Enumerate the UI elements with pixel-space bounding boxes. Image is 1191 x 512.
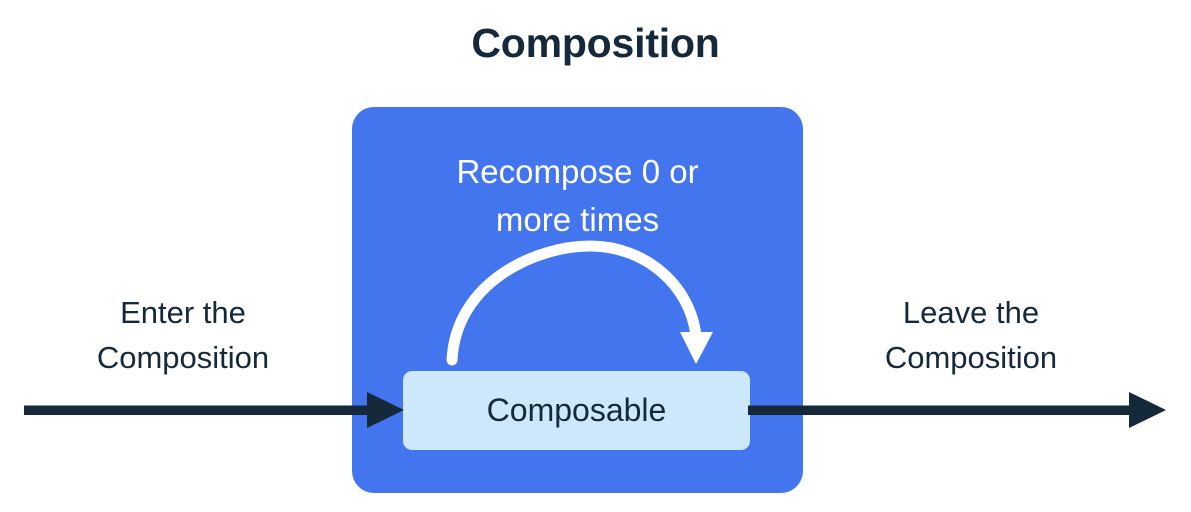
enter-flow-arrow-icon xyxy=(24,392,404,428)
enter-caption-line-1: Enter the xyxy=(120,295,246,330)
leave-flow-arrow-icon xyxy=(748,392,1166,428)
recompose-loop-arrow-icon xyxy=(446,240,713,366)
recompose-label: Recompose 0 or more times xyxy=(352,148,803,244)
page-title: Composition xyxy=(471,20,720,66)
enter-composition-caption: Enter the Composition xyxy=(18,290,348,380)
recompose-label-line-1: Recompose 0 or xyxy=(456,153,699,190)
enter-caption-line-2: Composition xyxy=(96,340,270,375)
recompose-label-line-2: more times xyxy=(495,201,660,238)
leave-caption-line-2: Composition xyxy=(884,340,1058,375)
leave-composition-caption: Leave the Composition xyxy=(806,290,1136,380)
composable-node-label: Composable xyxy=(486,392,667,428)
composable-node xyxy=(403,371,750,450)
leave-caption-line-1: Leave the xyxy=(902,295,1040,330)
